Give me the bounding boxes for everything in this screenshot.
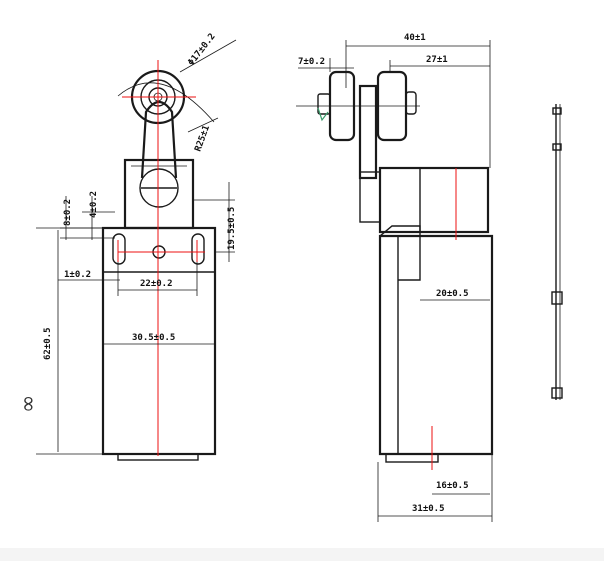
dim-total-depth: 40±1	[404, 33, 426, 43]
dim-slot-offset: 1±0.2	[64, 270, 91, 280]
dim-roller-diameter: Φ17±0.2	[186, 32, 217, 68]
dim-body-width: 30.5±0.5	[132, 333, 175, 343]
bottom-band	[0, 548, 604, 561]
dim-body-depth: 31±0.5	[412, 504, 445, 514]
side-head	[378, 166, 490, 234]
dim-roller-offset: 7±0.2	[298, 57, 325, 67]
side-body	[378, 234, 494, 456]
dim-body-height: 62±0.5	[43, 327, 53, 360]
mounting-slot-left	[112, 233, 126, 265]
edge-view	[551, 104, 563, 400]
dim-lever-depth: 27±1	[426, 55, 448, 65]
dim-head-height: 19.5±0.5	[227, 207, 237, 250]
front-view: Φ17±0.2 R25±1 8±0.2 4±0.2 19.5±0.5 1±0.2…	[16, 32, 237, 461]
side-view: 40±1 7±0.2 27±1 20±0.5 16±0.5 31±0.5	[296, 33, 494, 522]
dim-slot-top-8: 8±0.2	[63, 199, 73, 226]
dim-hole-spacing: 22±0.2	[140, 279, 173, 289]
margin-mark: ∞	[16, 395, 41, 413]
dim-slot-top-4: 4±0.2	[89, 191, 99, 218]
lever-arm	[140, 100, 178, 179]
mounting-slot-right	[191, 233, 205, 265]
dim-head-depth: 20±0.5	[436, 289, 469, 299]
switch-head	[123, 158, 195, 230]
dim-mount-depth: 16±0.5	[436, 481, 469, 491]
